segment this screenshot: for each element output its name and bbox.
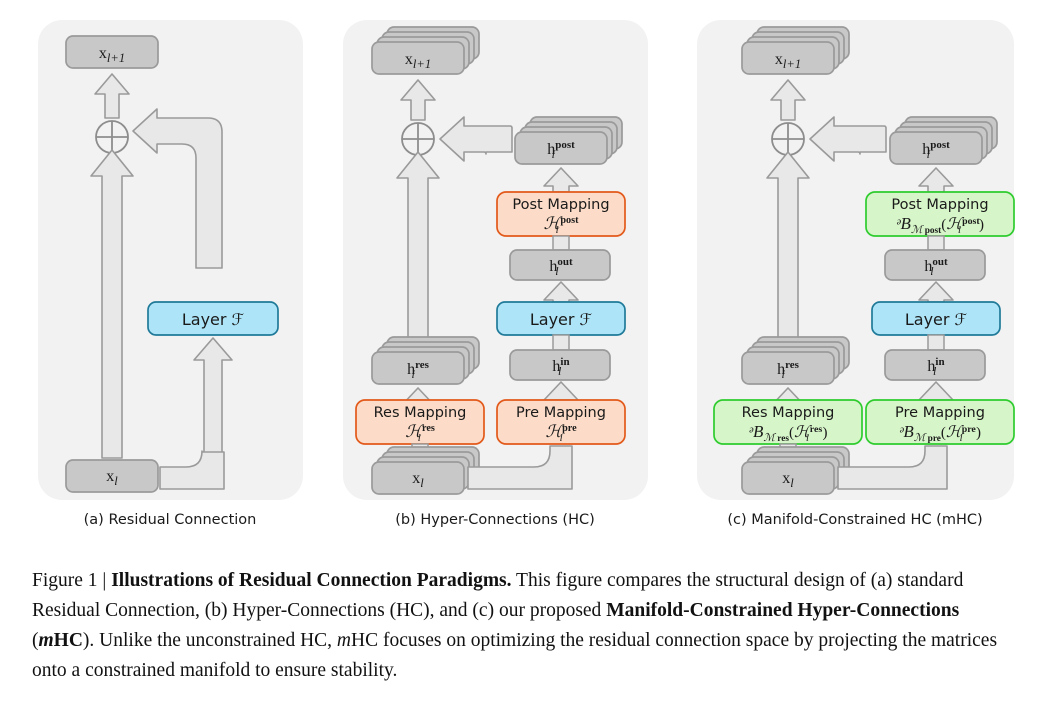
- panel-c-pre-mapping-title: Pre Mapping: [895, 405, 985, 421]
- panel-b-layer-box: Layer ℱ: [496, 301, 626, 336]
- panel-c-output-box: xl+1: [741, 26, 850, 75]
- panel-b-residual-arrow: [396, 151, 440, 353]
- panel-a-arrow-to-output: [94, 73, 130, 119]
- panel-b-res-mapping-title: Res Mapping: [374, 405, 467, 421]
- panel-a-residual-arrow: [90, 149, 134, 459]
- caption-italic-m2: m: [336, 630, 352, 651]
- caption-bold-hc: HC: [53, 630, 83, 651]
- caption-body-1: This figure compares the structural desi…: [32, 570, 964, 621]
- panel-c-layer-box: Layer ℱ: [871, 301, 1001, 336]
- panel-a-layer-box: Layer ℱ: [147, 301, 279, 336]
- panel-b-arrow-post-mapping-to-hpost: [543, 167, 579, 193]
- panel-a-input-box: xl: [65, 459, 159, 493]
- panel-c-merge-arrow-icon: [809, 116, 887, 162]
- panel-c-output-label: xl+1: [775, 51, 801, 71]
- panel-c-input-box: xl: [741, 446, 850, 495]
- panel-c-tab-post-to-hout: [927, 235, 945, 251]
- panel-b-output-label: xl+1: [405, 51, 431, 71]
- panel-b-input-label: xl: [412, 470, 424, 490]
- panel-c-res-mapping-title: Res Mapping: [742, 405, 835, 421]
- caption-title: Illustrations of Residual Connection Par…: [111, 570, 512, 591]
- panel-a-output-label: xl+1: [99, 45, 125, 65]
- panel-c-caption: (c) Manifold-Constrained HC (mHC): [727, 512, 982, 528]
- caption-italic-m: m: [38, 630, 54, 651]
- caption-bold-mhc: Manifold-Constrained Hyper-Connections: [606, 600, 960, 621]
- panel-b-input-box: xl: [371, 446, 480, 495]
- panel-a-add-operator-icon: [95, 120, 129, 154]
- panel-a-output-box: xl+1: [65, 35, 159, 69]
- caption-body-3: ). Unlike the unconstrained HC,: [82, 630, 337, 651]
- panel-a-input-elbow-connector: [159, 450, 225, 490]
- panel-c-layer-label: Layer ℱ: [905, 310, 968, 329]
- panel-b-tab-post-to-hout: [552, 235, 570, 251]
- panel-b-tab-layer-to-hin: [552, 334, 570, 351]
- caption-paren-open: (: [32, 630, 39, 651]
- panel-c-post-mapping-title: Post Mapping: [891, 197, 988, 213]
- panel-c-input-elbow-connector: [837, 445, 948, 490]
- panel-c-arrow-to-output: [770, 79, 806, 121]
- panel-b-merge-arrow-icon: [439, 116, 513, 162]
- panel-a-caption: (a) Residual Connection: [84, 512, 257, 528]
- caption-figure-label: Figure 1 |: [32, 570, 112, 591]
- panel-c-arrow-post-mapping-to-hpost: [918, 167, 954, 193]
- panel-b-input-elbow-connector: [467, 445, 573, 490]
- panel-b-arrow-to-output: [400, 79, 436, 121]
- panel-b-post-mapping-title: Post Mapping: [512, 197, 609, 213]
- panel-a-layer-label: Layer ℱ: [182, 310, 245, 329]
- panel-b-output-box: xl+1: [371, 26, 480, 75]
- figure-caption: Figure 1 | Illustrations of Residual Con…: [32, 566, 1022, 686]
- panel-a-input-label: xl: [106, 468, 118, 488]
- panel-b-caption: (b) Hyper-Connections (HC): [395, 512, 595, 528]
- panel-c-input-label: xl: [782, 470, 794, 490]
- panel-c-add-operator-icon: [771, 122, 805, 156]
- panel-a-merge-arrow-icon: [132, 108, 223, 269]
- panel-c-tab-layer-to-hin: [927, 334, 945, 351]
- caption-body-4: HC focuses on optimizing the residual co…: [32, 630, 998, 681]
- panel-c-residual-arrow: [766, 151, 810, 353]
- panel-b-pre-mapping-title: Pre Mapping: [516, 405, 606, 421]
- panel-b-layer-label: Layer ℱ: [530, 310, 593, 329]
- panel-b-add-operator-icon: [401, 122, 435, 156]
